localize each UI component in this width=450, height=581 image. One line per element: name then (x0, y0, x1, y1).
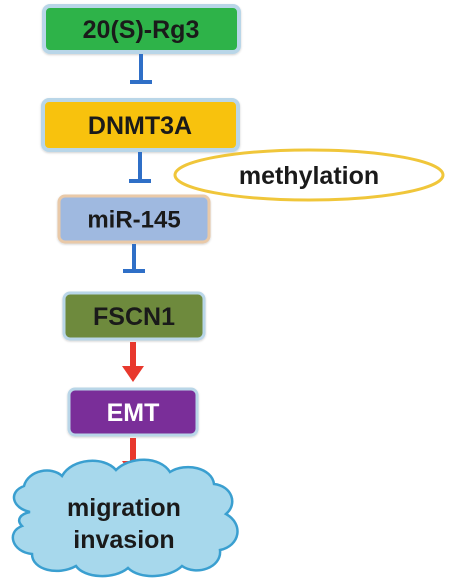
node-outcome-cloud: migration invasion (11, 458, 239, 578)
edge-fscn1-emt (122, 342, 144, 382)
node-dnmt3a-box (41, 98, 240, 152)
outcome-label-line1: migration (67, 494, 181, 522)
edge-rg3-dnmt3a (130, 54, 152, 84)
node-fscn1-label: FSCN1 (93, 303, 175, 331)
outcome-label-line2: invasion (73, 526, 174, 554)
node-rg3-box (42, 4, 241, 54)
node-mir145: miR-145 (57, 194, 211, 244)
node-methylation-ellipse (173, 148, 445, 202)
node-mir145-box (57, 194, 211, 244)
node-fscn1-box (62, 291, 206, 341)
node-dnmt3a: DNMT3A (41, 98, 240, 152)
node-emt-label: EMT (107, 399, 160, 427)
node-emt-box (67, 387, 199, 437)
node-rg3: 20(S)-Rg3 (42, 4, 241, 54)
node-dnmt3a-label: DNMT3A (88, 112, 192, 140)
cloud-shape (11, 458, 239, 578)
node-fscn1: FSCN1 (62, 291, 206, 341)
node-methylation-label: methylation (239, 162, 379, 190)
node-methylation: methylation (173, 148, 445, 202)
node-rg3-label: 20(S)-Rg3 (83, 16, 200, 44)
arrow-head (122, 366, 144, 382)
node-mir145-label: miR-145 (87, 207, 180, 234)
edge-dnmt3a-mir145 (129, 152, 151, 183)
edge-mir145-fscn1 (123, 244, 145, 273)
node-emt: EMT (67, 387, 199, 437)
